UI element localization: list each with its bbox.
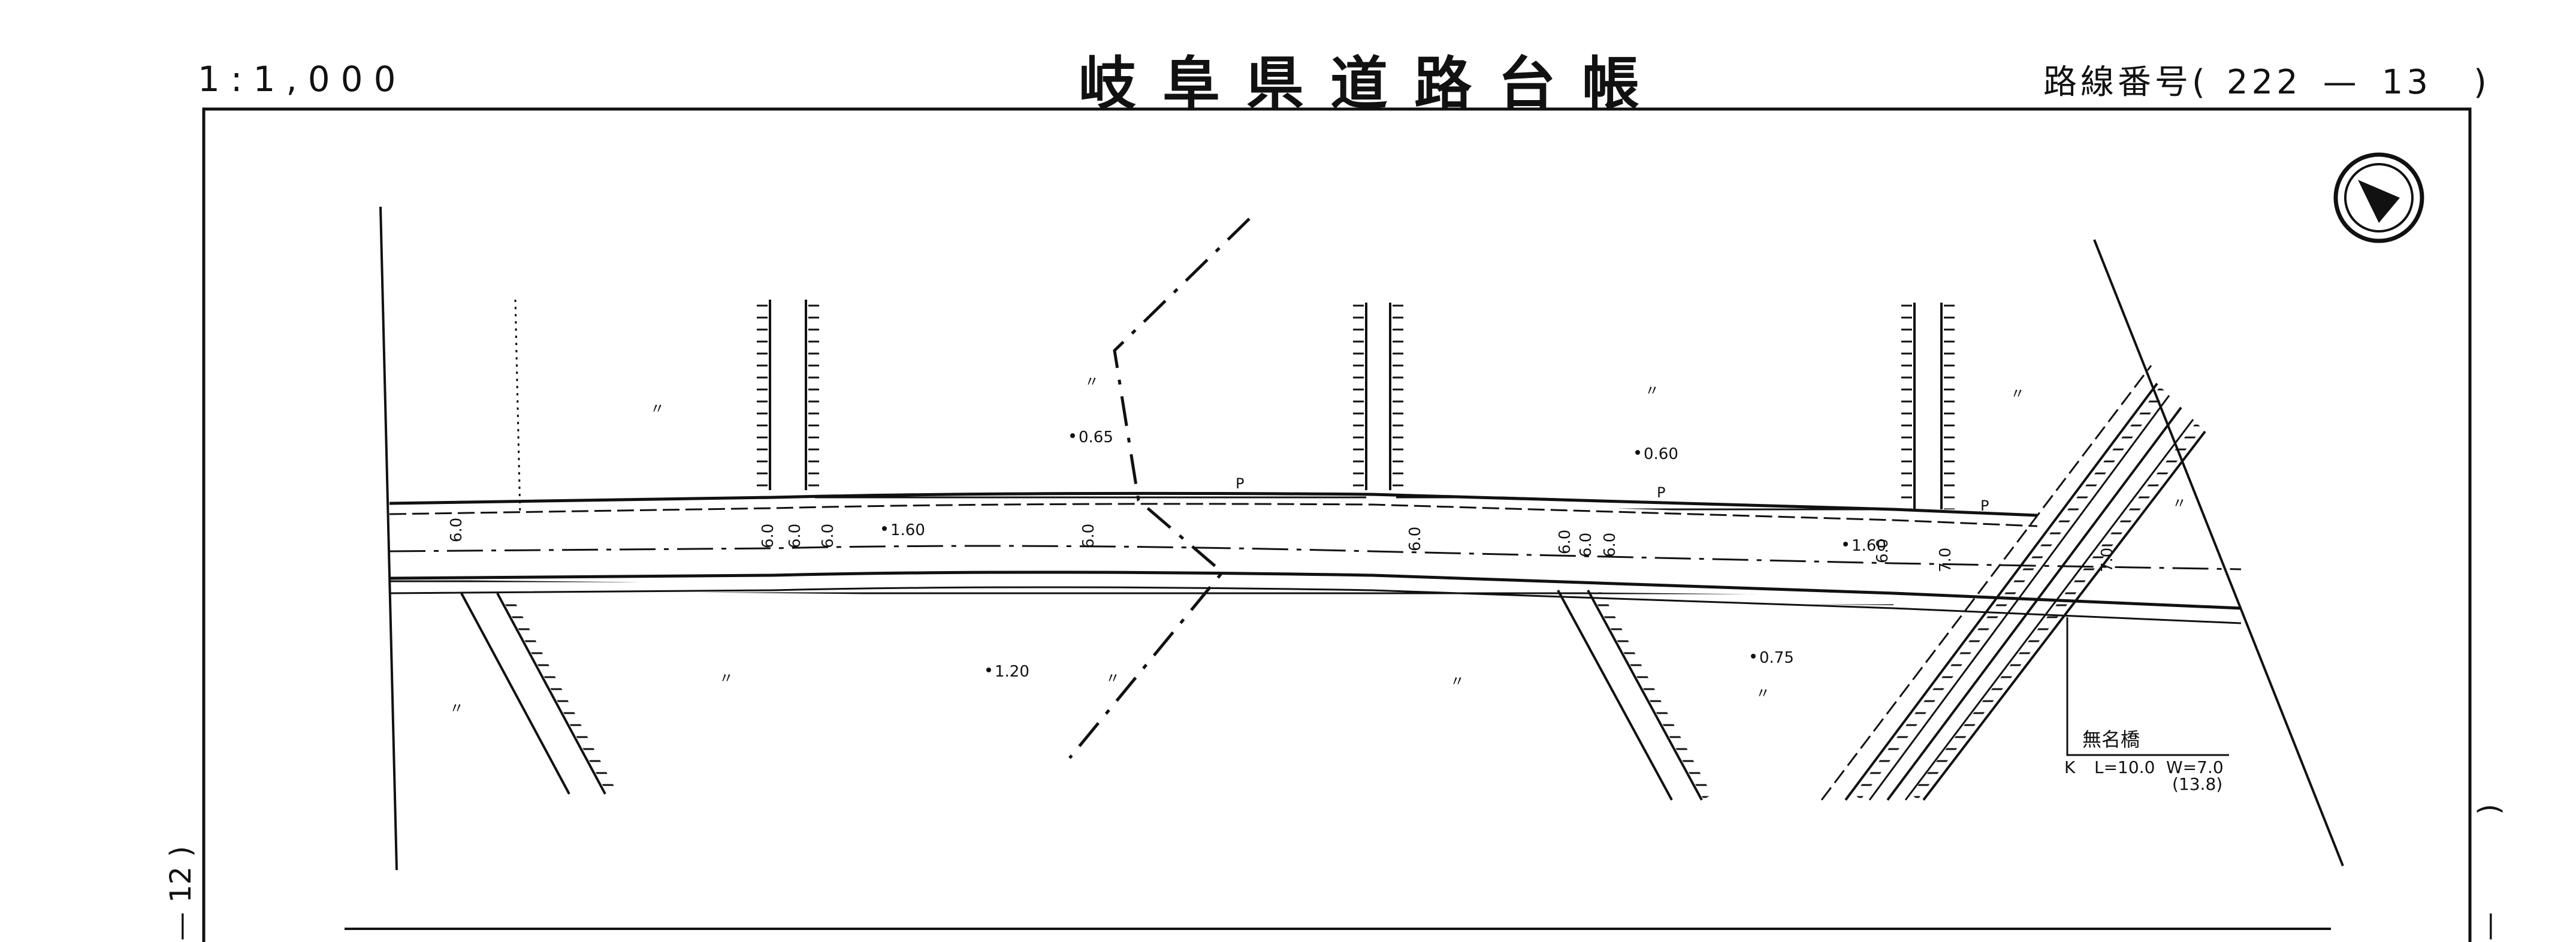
main-road-lower-edge	[389, 570, 2242, 610]
map-title: 岐阜県道路台帳	[1079, 50, 1666, 117]
upper-slope-2	[1396, 493, 1894, 517]
dotted-line	[514, 299, 521, 516]
ditto-mark: 〃	[650, 400, 665, 417]
main-road-slope	[389, 579, 1894, 605]
left-sheet-label: — 12 )	[164, 846, 198, 941]
ditto-mark: 〃	[449, 700, 464, 717]
ditto-marks: 〃 〃 〃 〃 〃 〃 〃 〃 〃 〃	[449, 373, 2187, 717]
ditto-mark: 〃	[1756, 685, 1770, 702]
route-number-label: 路線番号(222 — 13)	[2043, 55, 2490, 104]
main-road-centerline	[389, 545, 2242, 570]
width-label: 6.0	[1577, 533, 1595, 557]
width-label: 6.0	[1556, 530, 1574, 554]
main-road-upper-edge-2	[389, 503, 2038, 527]
route-number: 222	[2226, 63, 2302, 102]
route-label: 路線番号	[2043, 63, 2192, 102]
bridge-type: K	[2064, 757, 2076, 777]
bridge-name: 無名橋	[2082, 728, 2140, 751]
width-label: 6.0	[1406, 527, 1424, 551]
right-sheet-open: )	[2472, 804, 2506, 815]
width-label: 7.0	[1937, 548, 1955, 572]
side-road-4	[460, 593, 616, 795]
ditto-mark: 〃	[1645, 382, 1659, 399]
ditto-mark: 〃	[1085, 373, 1099, 390]
width-label: 7.0	[2098, 548, 2116, 572]
utility-pole-marker: P	[1980, 497, 1989, 514]
route-separator: —	[2323, 63, 2360, 102]
ditto-mark: 〃	[2172, 495, 2187, 512]
utility-pole-marker: P	[1236, 475, 1244, 492]
width-label: 6.0	[1601, 533, 1619, 557]
side-road-5	[1557, 590, 1713, 801]
side-road-1	[757, 300, 819, 490]
ditto-mark: 〃	[1450, 673, 1464, 690]
ditto-mark: 〃	[2010, 385, 2025, 402]
ditto-mark: 〃	[719, 670, 733, 687]
ditto-mark: 〃	[1106, 670, 1120, 687]
right-sheet-close: —	[2472, 912, 2506, 941]
width-labels: 6.0 6.0 6.0 6.0 6.0 6.0 6.0 6.0 6.0 6.0 …	[448, 518, 2116, 572]
elevation-labels: 0.65 0.60 1.60 1.60 1.20 0.75	[882, 428, 1886, 681]
width-label: 6.0	[1080, 524, 1098, 548]
bridge-length: L=10.0	[2094, 757, 2155, 777]
width-label: 6.0	[448, 518, 466, 542]
elevation-label: 0.75	[1759, 649, 1794, 667]
side-road-3	[1901, 303, 1955, 509]
utility-pole-marker: P	[1657, 484, 1665, 501]
elevation-label: 1.60	[1852, 537, 1886, 555]
route-open: (	[2192, 63, 2209, 102]
elevation-label: 1.60	[890, 521, 925, 539]
width-label: 6.0	[819, 524, 837, 548]
side-road-2	[1353, 303, 1403, 490]
elevation-label: 0.60	[1644, 445, 1678, 463]
map-scale: 1:1,000	[198, 59, 407, 99]
elevation-label: 0.65	[1079, 428, 1113, 446]
elevation-label: 1.20	[995, 663, 1029, 681]
route-sub-number: 13	[2381, 63, 2432, 102]
width-label: 6.0	[786, 524, 804, 548]
map-right-edge	[2093, 239, 2344, 866]
bridge-width: W=7.0	[2166, 757, 2224, 777]
upper-slope	[814, 490, 1367, 503]
boundary-line	[1068, 218, 1251, 759]
bridge-annotation: 無名橋 K L=10.0 W=7.0 (13.8)	[2064, 728, 2224, 794]
map-left-edge	[379, 206, 398, 871]
map-frame	[202, 107, 2472, 942]
width-label: 6.0	[1874, 539, 1892, 563]
bridge-leader	[2066, 617, 2229, 756]
north-arrow-icon	[2333, 152, 2424, 243]
route-close: )	[2474, 63, 2490, 102]
crossing-road	[1820, 365, 2206, 801]
bridge-note: (13.8)	[2172, 774, 2222, 794]
width-label: 6.0	[759, 524, 777, 548]
